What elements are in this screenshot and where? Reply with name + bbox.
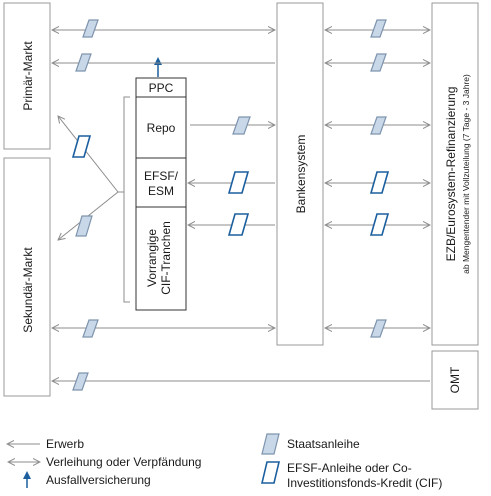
staatsanleihe-icon: [82, 319, 99, 338]
efsf-esm-label: EFSF/: [144, 169, 179, 183]
efsf-icon: [369, 171, 390, 194]
legend-efsf-label: EFSF-Anleihe oder Co-: [287, 461, 412, 475]
legend-ausfall-label: Ausfallversicherung: [46, 473, 151, 487]
efsf-icon: [369, 213, 390, 236]
efsf-icon: [71, 135, 92, 158]
legend-erwerb-label: Erwerb: [46, 437, 84, 451]
instrument-stack: PPC Repo EFSF/ ESM Vorrangige CIF-Tranch…: [135, 77, 187, 311]
staatsanleihe-icon: [370, 319, 387, 338]
legend: Erwerb Verleihung oder Verpfändung Ausfa…: [7, 433, 442, 490]
staatsanleihe-icon: [75, 215, 93, 237]
repo-label: Repo: [147, 121, 176, 135]
stack-bracket: [123, 96, 130, 303]
staatsanleihe-icon: [82, 19, 99, 38]
sekundaer-markt-label: Sekundär-Markt: [21, 247, 35, 333]
efsf-esm-label-2: ESM: [148, 184, 174, 198]
bankensystem-label: Bankensystem: [294, 135, 308, 214]
primaer-markt-box: Primär-Markt: [3, 2, 51, 150]
sekundaer-markt-box: Sekundär-Markt: [3, 157, 51, 397]
staatsanleihe-icon: [72, 372, 89, 391]
cif-label: Vorrangige: [145, 229, 159, 287]
staatsanleihe-icon: [75, 53, 92, 72]
flow-lines: [52, 30, 430, 381]
staatsanleihe-icon: [232, 116, 251, 135]
efsf-icon: [227, 171, 250, 194]
staatsanleihe-markers: [72, 19, 387, 391]
omt-label: OMT: [448, 366, 462, 393]
staatsanleihe-icon: [370, 19, 387, 38]
ppc-label: PPC: [149, 81, 174, 95]
primaer-markt-label: Primär-Markt: [21, 41, 35, 111]
ezb-sublabel: ab Mengentender mit Vollzuteilung (7 Tag…: [461, 74, 471, 274]
staatsanleihe-icon: [370, 116, 387, 135]
legend-efsf-icon: [260, 461, 281, 484]
legend-efsf-label-2: Investitionsfonds-Kredit (CIF): [287, 476, 442, 490]
omt-box: OMT: [431, 350, 479, 410]
cif-label-2: CIF-Tranchen: [159, 221, 173, 295]
legend-staatsanleihe-icon: [261, 433, 280, 455]
legend-verleihung-label: Verleihung oder Verpfändung: [46, 455, 201, 469]
efsf-markers: [71, 135, 390, 236]
efsf-icon: [227, 213, 250, 236]
ezb-box: EZB/Eurosystem-Refinanzierung ab Mengent…: [431, 2, 479, 346]
legend-staatsanleihe-label: Staatsanleihe: [287, 437, 360, 451]
ezb-label: EZB/Eurosystem-Refinanzierung: [444, 87, 458, 262]
bankensystem-box: Bankensystem: [276, 2, 324, 346]
staatsanleihe-icon: [370, 53, 387, 72]
